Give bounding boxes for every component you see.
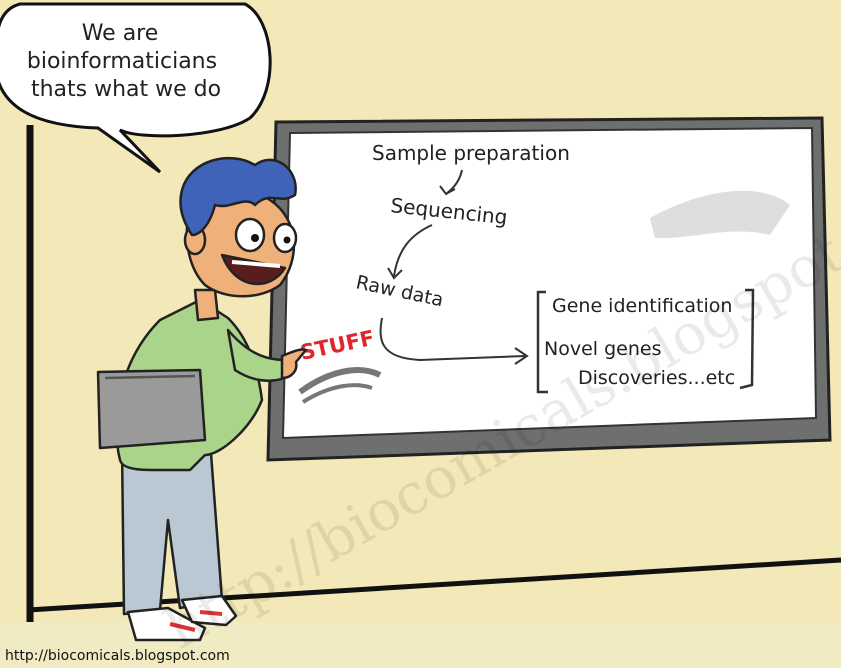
sample-preparation-label: Sample preparation	[372, 141, 570, 165]
flow-arrows	[379, 169, 755, 394]
footer-url: http://biocomicals.blogspot.com	[5, 648, 230, 664]
discoveries-label: Discoveries...etc	[578, 367, 735, 389]
speech-line-2: bioinformaticians	[27, 49, 217, 74]
novel-genes-label: Novel genes	[544, 338, 661, 360]
speech-line-1: We are	[82, 21, 159, 46]
bioinformatician-character	[96, 156, 308, 642]
gene-identification-label: Gene identification	[552, 295, 732, 317]
speech-bubble: We are bioinformaticians thats what we d…	[0, 2, 272, 174]
speech-line-3: thats what we do	[31, 77, 221, 102]
